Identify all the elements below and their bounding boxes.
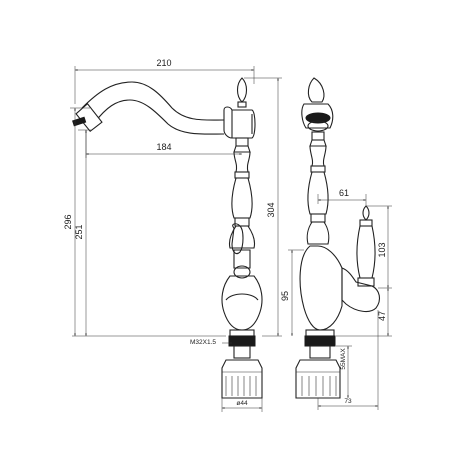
front-head bbox=[223, 77, 256, 139]
thread-spec-label: M32X1.5 bbox=[190, 339, 216, 346]
dim-210-label: 210 bbox=[156, 58, 171, 68]
dim-95-label: 95 bbox=[280, 291, 290, 301]
dim-47-label: 47 bbox=[377, 311, 387, 321]
front-base bbox=[221, 335, 263, 399]
side-view bbox=[295, 77, 381, 399]
dim-spout-height: 251 bbox=[74, 129, 92, 336]
thread-callout: M32X1.5 bbox=[190, 339, 232, 346]
dim-73-label: 73 bbox=[344, 398, 352, 405]
dim-103-label: 103 bbox=[377, 242, 387, 257]
dim-lever-height-side: 103 bbox=[366, 205, 392, 289]
dim-lever-height-front: 95 bbox=[280, 249, 304, 336]
dim-251-label: 251 bbox=[74, 224, 84, 239]
front-view bbox=[72, 77, 263, 399]
front-body bbox=[221, 137, 263, 337]
side-lever bbox=[341, 205, 381, 313]
dim-44-label: ø44 bbox=[236, 400, 248, 407]
dim-body-height: 304 bbox=[244, 77, 282, 337]
dim-max-mount: 55MAX bbox=[336, 345, 352, 398]
dim-base-diameter: ø44 bbox=[221, 398, 263, 412]
dim-total-height: 296 bbox=[63, 107, 226, 337]
dim-296-label: 296 bbox=[63, 214, 73, 229]
side-body bbox=[299, 139, 343, 337]
dim-184-label: 184 bbox=[156, 142, 171, 152]
dim-304-label: 304 bbox=[266, 202, 276, 217]
dim-spout-reach-total: 210 bbox=[74, 58, 255, 104]
side-head bbox=[301, 77, 334, 141]
dim-side-offset: 61 bbox=[317, 188, 367, 206]
dim-base-depth: 73 bbox=[317, 310, 379, 410]
dim-55max-label: 55MAX bbox=[340, 348, 347, 370]
front-spout bbox=[72, 81, 225, 135]
side-base bbox=[295, 335, 341, 399]
dim-61-label: 61 bbox=[339, 188, 349, 198]
dim-base-to-lever: 47 bbox=[336, 288, 392, 337]
